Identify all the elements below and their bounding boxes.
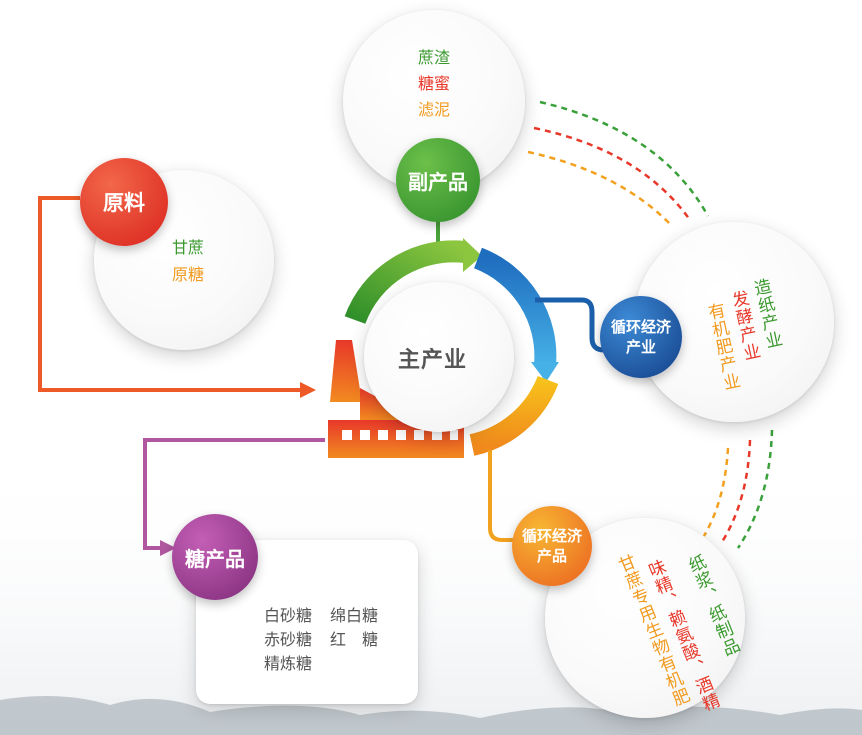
raw-item-2: 原糖: [172, 265, 205, 284]
center-label: 主产业: [398, 348, 468, 373]
raw-connector: [38, 196, 300, 392]
sugar-item-3: 赤砂糖: [264, 630, 313, 649]
sugar-connector: [143, 438, 325, 550]
ring-green-segment: [344, 240, 467, 325]
raw-item-1: 甘蔗: [172, 238, 205, 257]
sugar-item-4: 红 糖: [330, 630, 379, 649]
circular-bottom-label-line1: 循环经济: [521, 527, 582, 545]
sugar-item-2: 绵白糖: [330, 606, 379, 625]
circular-right-label-line1: 循环经济: [610, 318, 671, 336]
byproduct-item-3: 滤泥: [418, 100, 451, 119]
byproduct-item-1: 蔗渣: [418, 48, 451, 67]
sugar-arrow: [160, 540, 176, 556]
raw-arrow: [300, 382, 316, 398]
ring-blue-segment: [473, 247, 557, 366]
raw-badge: 原料: [80, 158, 168, 246]
circular-right-connector: [535, 297, 612, 353]
center-bubble: [364, 282, 514, 432]
circular-bottom-badge: 循环经济 产品: [512, 506, 592, 586]
sugar-item-1: 白砂糖: [264, 606, 313, 625]
ring-orange-segment: [469, 375, 559, 456]
circular-right-label-line2: 产业: [625, 338, 656, 356]
sugar-item-5: 精炼糖: [264, 654, 313, 673]
circular-right-badge: 循环经济 产业: [600, 296, 682, 378]
byproduct-badge: 副产品: [396, 138, 480, 222]
circular-bottom-label-line2: 产品: [536, 547, 567, 565]
byproduct-item-2: 糖蜜: [418, 74, 451, 93]
sugar-badge: 糖产品: [172, 514, 258, 600]
circular-bottom-connector: [488, 450, 520, 542]
